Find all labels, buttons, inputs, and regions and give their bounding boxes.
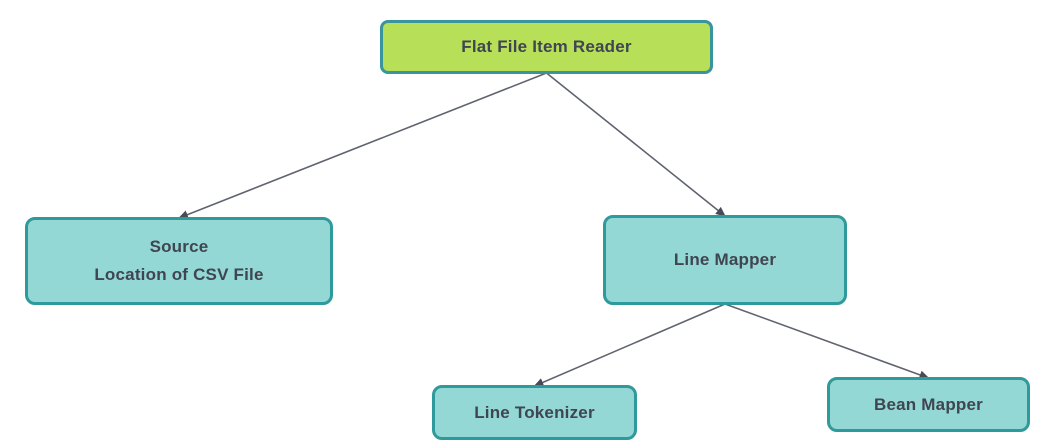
node-flat-file-item-reader: Flat File Item Reader [380,20,713,74]
node-line-tokenizer: Line Tokenizer [432,385,637,440]
node-label: Bean Mapper [874,394,983,414]
node-bean-mapper: Bean Mapper [827,377,1030,432]
node-line-mapper: Line Mapper [603,215,847,305]
node-label: Flat File Item Reader [461,37,632,57]
node-label: Line Tokenizer [474,402,595,422]
node-label: Source Location of CSV File [94,237,264,284]
node-label: Line Mapper [673,250,777,270]
node-source-location-of-csv-file: Source Location of CSV File [25,217,333,305]
